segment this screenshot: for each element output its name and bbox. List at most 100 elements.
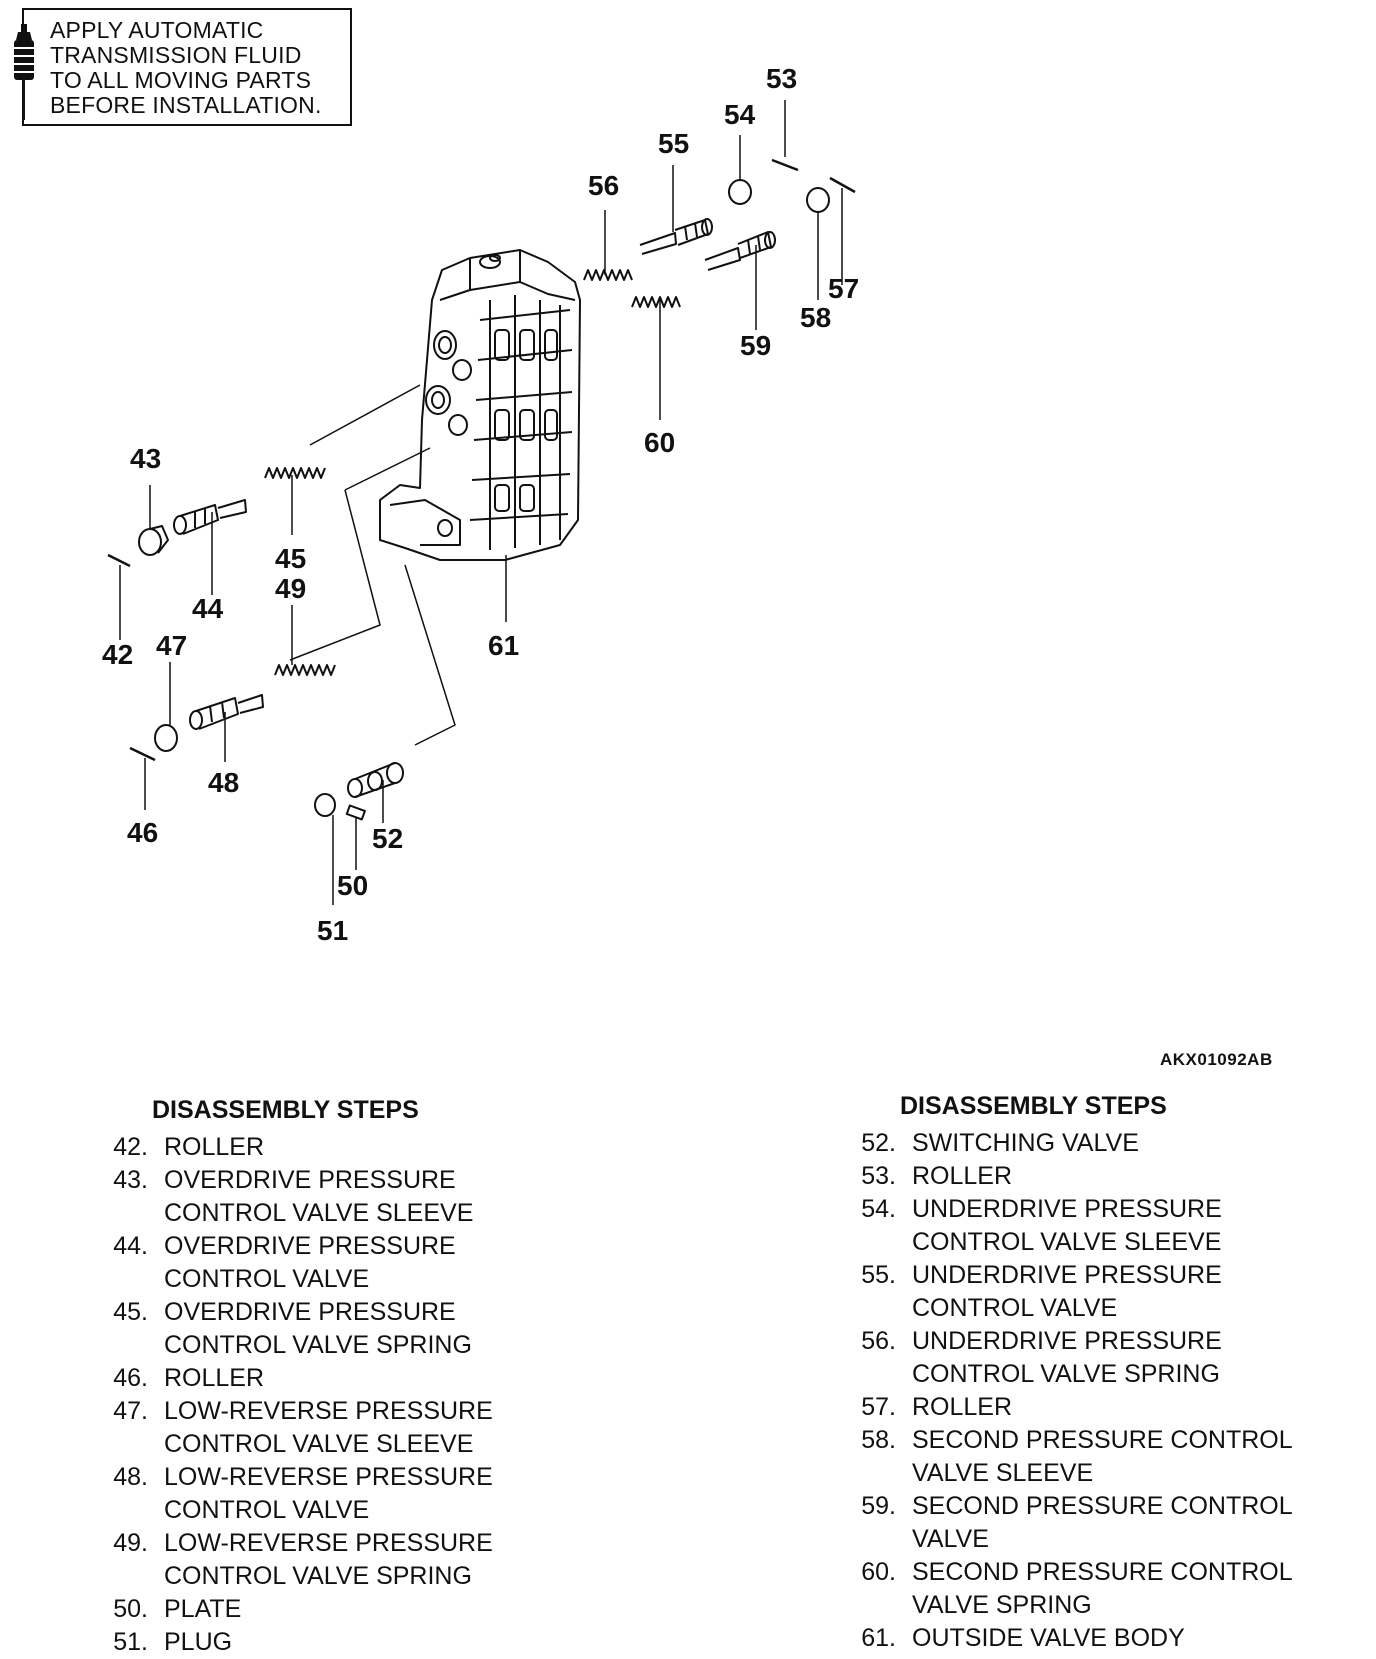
step-number: 46. <box>113 1364 148 1392</box>
callout-56: 56 <box>588 170 619 201</box>
roller-42 <box>107 553 131 568</box>
step-text: SWITCHING VALVE <box>912 1129 1139 1157</box>
step-number <box>834 1523 896 1556</box>
callout-61: 61 <box>488 630 519 661</box>
step-item: CONTROL VALVE SPRING <box>834 1358 1354 1391</box>
sleeve-54 <box>728 179 752 205</box>
step-item: CONTROL VALVE <box>834 1292 1354 1325</box>
step-item: VALVE <box>834 1523 1354 1556</box>
callout-58: 58 <box>800 302 831 333</box>
step-item: 54. UNDERDRIVE PRESSURE <box>834 1193 1354 1226</box>
step-number <box>834 1358 896 1391</box>
step-number: 60. <box>861 1558 896 1586</box>
step-number: 55. <box>861 1261 896 1289</box>
step-item: 57.ROLLER <box>834 1391 1354 1424</box>
step-text: OUTSIDE VALVE BODY <box>912 1624 1185 1652</box>
step-number: 43. <box>113 1166 148 1194</box>
notice-line: APPLY AUTOMATIC <box>50 17 264 43</box>
spring-45 <box>264 467 326 479</box>
callout-42: 42 <box>102 639 133 670</box>
step-number: 54. <box>861 1195 896 1223</box>
step-item: 44.OVERDRIVE PRESSURE <box>86 1230 646 1263</box>
step-text: CONTROL VALVE <box>164 1496 370 1524</box>
step-number <box>86 1197 148 1230</box>
step-item: 56.UNDERDRIVE PRESSURE <box>834 1325 1354 1358</box>
fluid-bottle-icon <box>14 24 34 120</box>
step-text: OVERDRIVE PRESSURE <box>164 1166 456 1194</box>
step-number: 58. <box>861 1426 896 1454</box>
step-item: CONTROL VALVE <box>86 1263 646 1296</box>
step-number <box>86 1560 148 1593</box>
step-item: 58.SECOND PRESSURE CONTROL <box>834 1424 1354 1457</box>
step-item: 43. OVERDRIVE PRESSURE <box>86 1164 646 1197</box>
callout-49: 49 <box>275 573 306 604</box>
notice-box-top <box>22 8 352 10</box>
step-number: 53. <box>861 1162 896 1190</box>
step-text: VALVE <box>912 1525 989 1553</box>
callout-45: 45 <box>275 543 306 574</box>
step-text: CONTROL VALVE SLEEVE <box>912 1228 1222 1256</box>
callout-48: 48 <box>208 767 239 798</box>
step-text: LOW-REVERSE PRESSURE <box>164 1397 493 1425</box>
callout-55: 55 <box>658 128 689 159</box>
step-number: 47. <box>113 1397 148 1425</box>
callout-54: 54 <box>724 99 756 130</box>
step-item: 59.SECOND PRESSURE CONTROL <box>834 1490 1354 1523</box>
steps-heading: DISASSEMBLY STEPS <box>900 1092 1167 1120</box>
step-number: 56. <box>861 1327 896 1355</box>
disassembly-steps-left: DISASSEMBLY STEPS 42. ROLLER 43. OVERDRIVE … <box>86 1094 646 1659</box>
steps-heading: DISASSEMBLY STEPS <box>152 1096 419 1124</box>
step-item: 48.LOW-REVERSE PRESSURE <box>86 1461 646 1494</box>
plate-50 <box>345 804 366 821</box>
switching-valve-52 <box>347 762 404 798</box>
step-text: SECOND PRESSURE CONTROL <box>912 1492 1293 1520</box>
sleeve-43 <box>138 528 162 556</box>
step-text: CONTROL VALVE SPRING <box>164 1562 472 1590</box>
roller-57 <box>829 176 856 194</box>
step-number <box>86 1428 148 1461</box>
roller-46 <box>129 746 156 762</box>
step-text: VALVE SPRING <box>912 1591 1092 1619</box>
callout-52: 52 <box>372 823 403 854</box>
spring-56 <box>583 269 633 281</box>
step-number: 42. <box>113 1133 148 1161</box>
valve-48 <box>189 694 264 730</box>
step-number: 52. <box>861 1129 896 1157</box>
step-number: 49. <box>113 1529 148 1557</box>
step-number: 44. <box>113 1232 148 1260</box>
step-item: CONTROL VALVE SLEEVE <box>86 1428 646 1461</box>
step-text: CONTROL VALVE SLEEVE <box>164 1199 474 1227</box>
step-text: OVERDRIVE PRESSURE <box>164 1298 456 1326</box>
callout-43: 43 <box>130 443 161 474</box>
sleeve-47 <box>154 724 178 752</box>
exploded-valve-body-diagram: 43 44 45 49 42 47 48 46 50 51 52 53 54 5… <box>102 63 859 946</box>
step-text: ROLLER <box>912 1393 1013 1421</box>
valve-59 <box>704 231 776 271</box>
step-item: 60.SECOND PRESSURE CONTROL <box>834 1556 1354 1589</box>
step-text: CONTROL VALVE <box>164 1265 370 1293</box>
step-text: CONTROL VALVE <box>912 1294 1118 1322</box>
outside-valve-body <box>379 249 581 561</box>
step-text: ROLLER <box>164 1133 265 1161</box>
step-number <box>834 1589 896 1622</box>
step-text: LOW-REVERSE PRESSURE <box>164 1529 493 1557</box>
step-item: 49. LOW-REVERSE PRESSURE <box>86 1527 646 1560</box>
step-item: 47. LOW-REVERSE PRESSURE <box>86 1395 646 1428</box>
step-item: 45.OVERDRIVE PRESSURE <box>86 1296 646 1329</box>
notice-line: TO ALL MOVING PARTS <box>50 67 312 93</box>
step-item: VALVE SPRING <box>834 1589 1354 1622</box>
callout-57: 57 <box>828 273 859 304</box>
step-item: 61.OUTSIDE VALVE BODY <box>834 1622 1354 1655</box>
step-text: VALVE SLEEVE <box>912 1459 1094 1487</box>
valve-55 <box>639 218 713 255</box>
callout-50: 50 <box>337 870 368 901</box>
step-text: CONTROL VALVE SPRING <box>912 1360 1220 1388</box>
callout-47: 47 <box>156 630 187 661</box>
step-number <box>86 1263 148 1296</box>
step-text: UNDERDRIVE PRESSURE <box>912 1195 1222 1223</box>
figure-code: AKX01092AB <box>1160 1050 1273 1069</box>
valve-44 <box>173 499 247 535</box>
roller-53 <box>771 158 799 172</box>
step-item: 52. SWITCHING VALVE <box>834 1127 1354 1160</box>
step-text: PLUG <box>164 1628 233 1656</box>
